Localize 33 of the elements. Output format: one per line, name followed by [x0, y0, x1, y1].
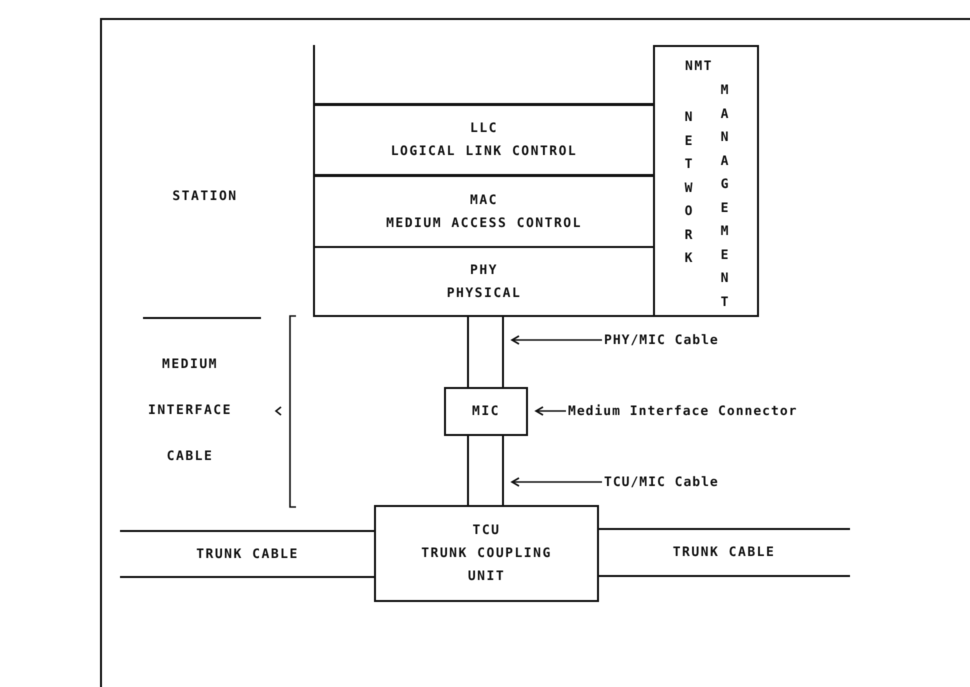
- station-label: STATION: [171, 188, 239, 206]
- trunk-cable: [120, 530, 375, 578]
- box-label: MIC: [472, 403, 500, 421]
- callout-text: TCU/MIC Cable: [604, 474, 719, 490]
- empty-box: [313, 45, 655, 105]
- layer-box: [313, 246, 655, 317]
- callout-text: Medium Interface Connector: [568, 404, 798, 418]
- layer-label: NMT: [685, 58, 713, 76]
- box-label: PHYSICAL: [446, 284, 522, 302]
- layer-box: [313, 104, 655, 176]
- vertical-label: NETWORK: [684, 109, 694, 268]
- box-label: TRUNK CABLE: [196, 546, 299, 564]
- cable-band: [467, 316, 504, 387]
- layer-box: [374, 505, 599, 602]
- leader-arrow: [511, 477, 602, 487]
- layer-box: [444, 387, 528, 436]
- callout-text: PHY/MIC Cable: [604, 332, 719, 348]
- box-label: LOGICAL LINK CONTROL: [390, 143, 578, 161]
- vertical-label: MANAGEMENT: [720, 82, 730, 312]
- box-label: PHY: [470, 262, 498, 280]
- box-label: MEDIUM ACCESS CONTROL: [386, 214, 582, 232]
- cable-band: [467, 436, 504, 505]
- medium-interface-cable-label: MEDIUM INTERFACE CABLE: [147, 356, 233, 466]
- box-label: TCU: [472, 522, 500, 540]
- box-label: TRUNK CABLE: [672, 544, 776, 562]
- box-label: MAC: [470, 192, 498, 210]
- leader-arrow: [511, 335, 602, 345]
- leader-arrow: [535, 406, 566, 416]
- box-label: LLC: [470, 120, 498, 138]
- box-label: TRUNK COUPLING UNIT: [420, 545, 553, 586]
- trunk-cable: [598, 528, 850, 577]
- management-column: [653, 45, 759, 317]
- layer-box: [313, 175, 655, 248]
